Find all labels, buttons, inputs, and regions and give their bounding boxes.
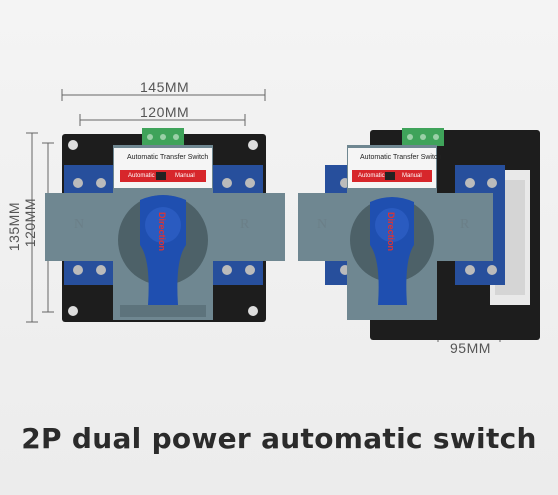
side-knob-direction: Direction: [386, 212, 396, 252]
front-knob-direction: Direction: [157, 212, 167, 252]
dimension-width-inner: 120MM: [140, 104, 190, 120]
side-right-letter: R: [460, 217, 470, 232]
front-panel-title: Automatic Transfer Switch: [127, 154, 209, 161]
dimension-width-outer: 145MM: [140, 79, 190, 95]
front-right-letter: R: [240, 217, 250, 232]
front-mode-manual: Manual: [175, 173, 195, 179]
side-mode-manual: Manual: [402, 173, 422, 179]
front-left-letter: N: [74, 217, 85, 232]
side-left-letter: N: [317, 217, 328, 232]
front-mode-auto: Automatic: [128, 173, 155, 179]
product-caption: 2P dual power automatic switch: [21, 422, 537, 455]
side-panel-title: Automatic Transfer Switch: [360, 154, 442, 161]
dimension-depth: 95MM: [450, 340, 491, 356]
side-mode-auto: Automatic: [358, 173, 385, 179]
